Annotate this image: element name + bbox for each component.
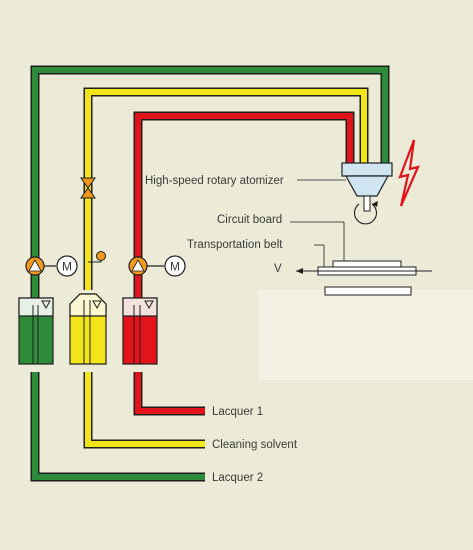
transport-assembly [296, 260, 432, 296]
pump-icon [28, 259, 42, 272]
lacquer2-label: Lacquer 2 [212, 472, 263, 484]
lacquer1-label: Lacquer 1 [212, 406, 263, 418]
lacquer1-container [122, 297, 158, 365]
rotation-arrow-icon [353, 203, 378, 225]
solvent-container [69, 293, 107, 365]
motor-right-label: M [170, 260, 180, 274]
motor-left-label: M [62, 260, 72, 274]
motor-right: M [164, 255, 186, 277]
pump-icon [131, 259, 145, 272]
transport-belt-label: Transportation belt [187, 239, 283, 251]
background-panel [258, 290, 473, 380]
high-voltage-icon [398, 139, 420, 207]
circuit-board-label: Circuit board [217, 214, 282, 226]
lacquer2-line [30, 65, 390, 482]
level-triangle-icon [41, 300, 51, 310]
lacquer2-container [18, 297, 54, 365]
pump-left [25, 256, 45, 276]
motor-left: M [56, 255, 78, 277]
level-triangle-icon [144, 300, 154, 310]
valve [80, 177, 96, 199]
atomizer-label: High-speed rotary atomizer [145, 175, 284, 187]
pressure-gauge [88, 251, 106, 263]
lacquer1-line [133, 111, 355, 416]
velocity-label: V [274, 263, 282, 275]
direction-arrow-icon [296, 268, 303, 274]
rotary-atomizer [341, 162, 393, 225]
solvent-label: Cleaning solvent [212, 439, 298, 451]
level-triangle-icon [92, 300, 102, 310]
pump-right [128, 256, 148, 276]
gauge-icon [96, 251, 106, 261]
